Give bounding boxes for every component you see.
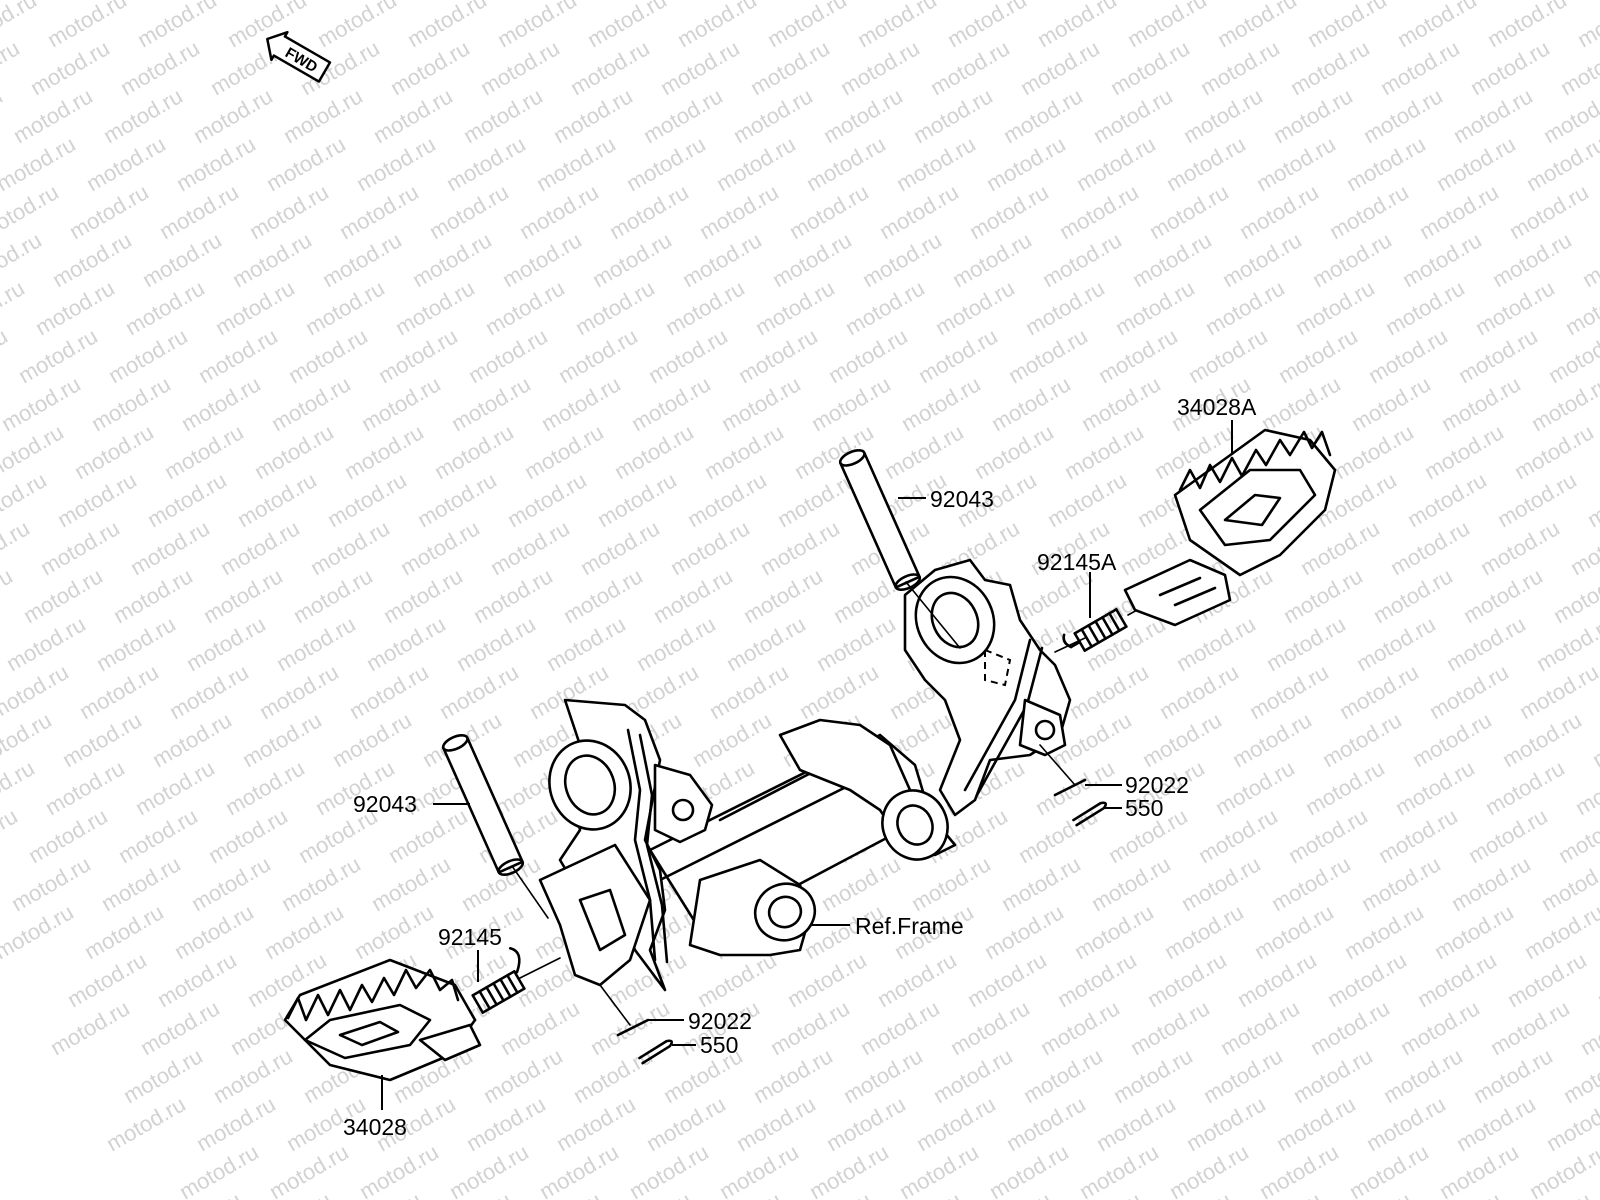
pin-left <box>441 733 525 877</box>
watermark-text: motod.ru <box>1583 467 1600 532</box>
fwd-arrow-icon <box>266 30 332 83</box>
watermark-text: motod.ru <box>0 35 24 100</box>
watermark-text: motod.ru <box>175 1139 263 1200</box>
footpeg-right <box>1123 428 1337 627</box>
label-footpeg-right: 34028A <box>1177 394 1257 420</box>
label-cotter-right: 550 <box>1125 795 1163 821</box>
label-pin-left: 92043 <box>353 791 417 817</box>
watermark-text: motod.ru <box>1593 947 1600 1012</box>
cotter-left <box>638 1039 674 1065</box>
spring-left <box>471 946 526 1014</box>
watermark-text: motod.ru <box>445 1139 533 1200</box>
watermark-text: motod.ru <box>1588 707 1600 772</box>
pin-right <box>838 448 922 592</box>
watermark-text: motod.ru <box>1435 1139 1523 1200</box>
watermark-text: motod.ru <box>535 1139 623 1200</box>
watermark-text: motod.ru <box>1075 1139 1163 1200</box>
watermark-text: motod.ru <box>1345 1139 1433 1200</box>
watermark-text: motod.ru <box>1576 995 1600 1060</box>
watermark-text: motod.ru <box>0 899 78 964</box>
watermark-text: motod.ru <box>1165 1139 1253 1200</box>
watermark-text: motod.ru <box>1573 0 1600 52</box>
watermark-text: motod.ru <box>985 1139 1073 1200</box>
label-washer-right: 92022 <box>1125 772 1189 798</box>
watermark-text: motod.ru <box>355 1139 443 1200</box>
watermark-text: motod.ru <box>715 1139 803 1200</box>
watermark-text: motod.ru <box>1590 0 1600 4</box>
hidden-line <box>984 648 1012 687</box>
label-washer-left: 92022 <box>688 1008 752 1034</box>
footpeg-left <box>283 958 482 1082</box>
watermark-text: motod.ru <box>895 1139 983 1200</box>
label-spring-left: 92145 <box>438 924 502 950</box>
watermark-text: motod.ru <box>0 323 12 388</box>
watermark-text: motod.ru <box>0 83 7 148</box>
watermark-text: motod.ru <box>0 275 29 340</box>
frame-assembly <box>538 558 1072 992</box>
watermark-text: motod.ru <box>1578 227 1600 292</box>
watermark-text: motod.ru <box>1255 1139 1343 1200</box>
watermark-text: motod.ru <box>625 1139 713 1200</box>
watermark-text: motod.ru <box>102 1091 190 1156</box>
watermark-text: motod.ru <box>1515 659 1600 724</box>
watermark-text: motod.ru <box>0 803 22 868</box>
watermark-text: motod.ru <box>265 1139 353 1200</box>
label-pin-right: 92043 <box>930 486 994 512</box>
watermark-text: motod.ru <box>805 1139 893 1200</box>
watermark-text: motod.ru <box>46 995 134 1060</box>
washer-left <box>616 1018 650 1037</box>
spring-right <box>1062 608 1128 652</box>
watermark-text: motod.ru <box>0 563 17 628</box>
label-spring-right: 92145A <box>1037 549 1117 575</box>
watermark-text: motod.ru <box>1595 179 1600 244</box>
cotter-right <box>1072 801 1108 827</box>
label-cotter-left: 550 <box>700 1032 738 1058</box>
label-frame-ref: Ref.Frame <box>855 913 964 939</box>
label-footpeg-left: 34028 <box>343 1114 407 1140</box>
washer-right <box>1053 778 1087 797</box>
